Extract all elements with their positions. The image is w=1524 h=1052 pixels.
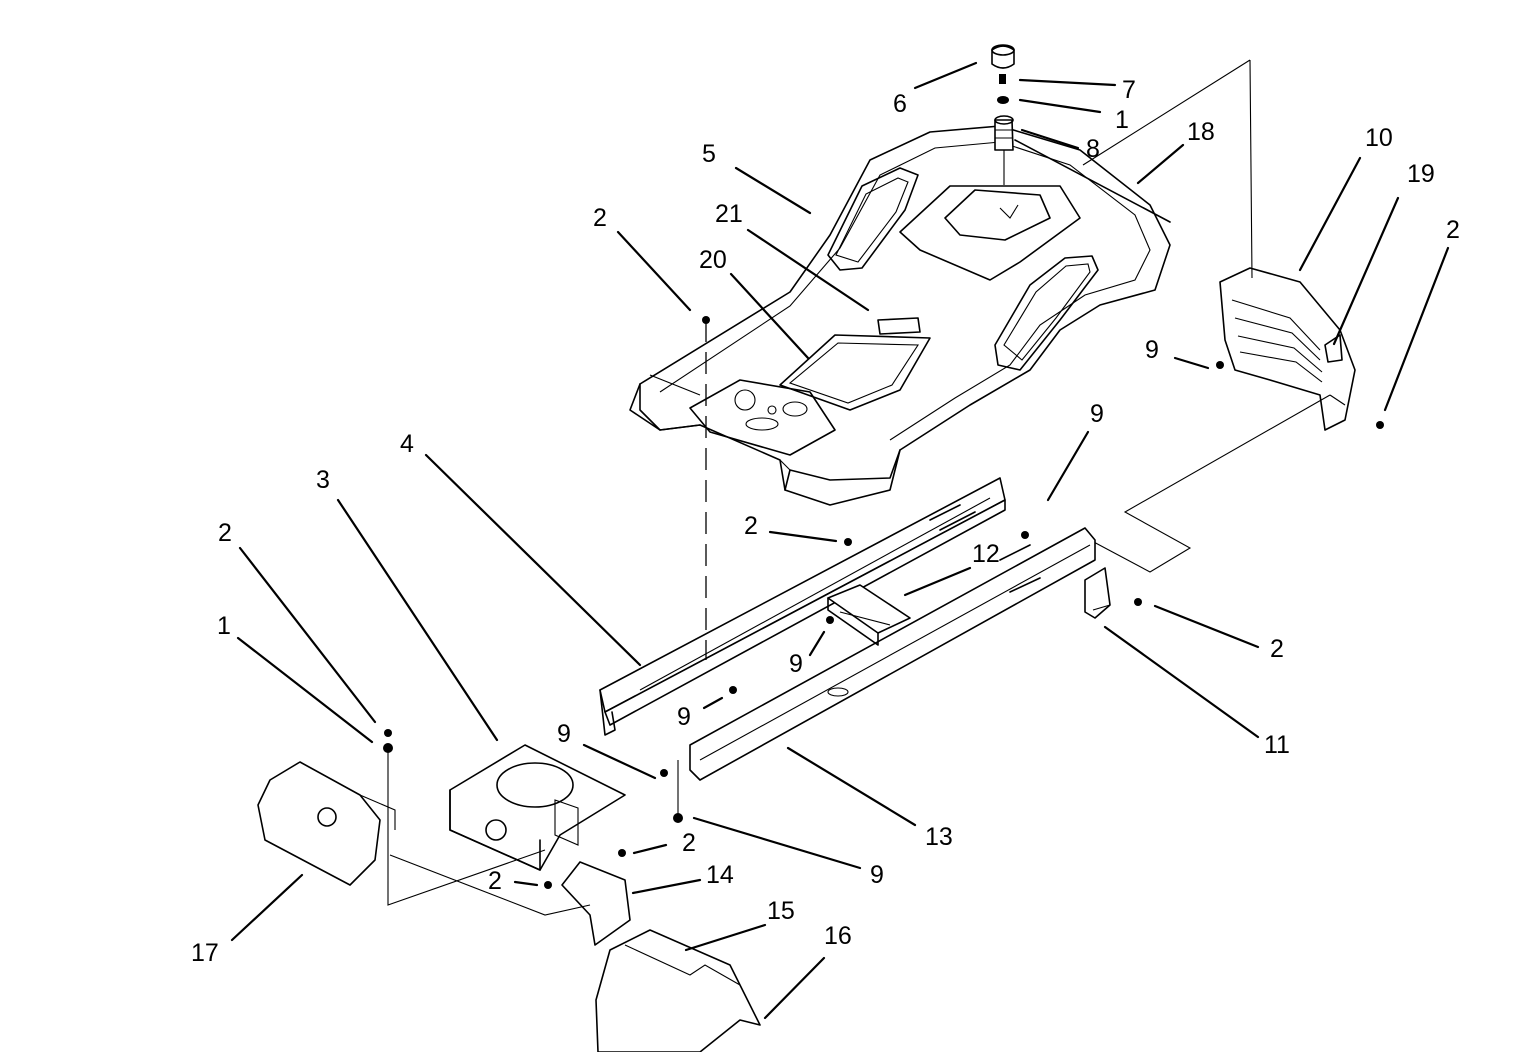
label-9-rail-low: 9 [677, 703, 691, 731]
leader-lines [230, 61, 1450, 1020]
label-2-left: 2 [218, 519, 232, 547]
left-rail [599, 477, 1006, 736]
label-17: 17 [191, 939, 219, 967]
label-8: 8 [1086, 135, 1100, 163]
label-2-right: 2 [1446, 216, 1460, 244]
label-2-lower-a: 2 [682, 829, 696, 857]
label-9-right-shield: 9 [1145, 336, 1159, 364]
label-15: 15 [767, 897, 795, 925]
label-6: 6 [893, 90, 907, 118]
cross-member [827, 584, 911, 646]
bracket-14 [561, 861, 631, 946]
label-14: 14 [706, 861, 734, 889]
rear-bracket [1084, 567, 1111, 619]
label-11: 11 [1264, 731, 1290, 759]
label-9-bottom: 9 [870, 861, 884, 889]
label-16: 16 [824, 922, 852, 950]
label-21: 21 [715, 200, 743, 228]
label-2-rail-right: 2 [1270, 635, 1284, 663]
knob-assembly [991, 44, 1015, 185]
right-rail [689, 527, 1096, 781]
label-9-rail-top: 9 [1090, 400, 1104, 428]
label-13: 13 [925, 823, 953, 851]
label-20: 20 [699, 246, 727, 274]
label-5: 5 [702, 140, 716, 168]
label-2-center: 2 [744, 512, 758, 540]
label-1-left: 1 [217, 612, 231, 640]
label-4: 4 [400, 430, 414, 458]
label-2-mid-upper: 2 [593, 204, 607, 232]
label-7: 7 [1122, 76, 1136, 104]
label-1-top: 1 [1115, 106, 1129, 134]
front-plate [449, 744, 626, 871]
left-bracket [257, 761, 396, 886]
guide-front-left [387, 745, 591, 916]
label-19: 19 [1407, 160, 1435, 188]
label-2-lower-b: 2 [488, 867, 502, 895]
label-12: 12 [972, 540, 1000, 568]
body-panel [629, 125, 1171, 506]
label-18: 18 [1187, 118, 1215, 146]
callout-labels: 6 7 1 8 18 5 10 19 2 21 2 20 9 9 4 3 2 2… [191, 76, 1460, 967]
right-shield [1219, 267, 1356, 431]
cable-18 [1014, 139, 1171, 223]
front-cover [595, 929, 761, 1052]
guide-shadow-right [1089, 394, 1331, 573]
fasteners [383, 316, 1384, 889]
label-9-front-left: 9 [557, 720, 571, 748]
label-9-rail-mid: 9 [789, 650, 803, 678]
label-10: 10 [1365, 124, 1393, 152]
label-3: 3 [316, 466, 330, 494]
guide-right-knob [1082, 59, 1253, 279]
